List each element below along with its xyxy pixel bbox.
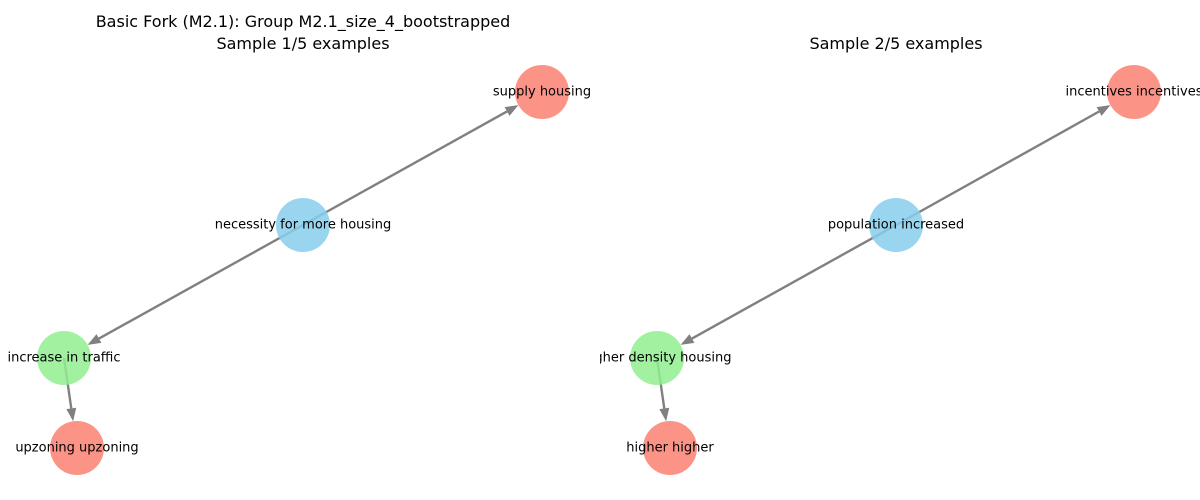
panel-1: Basic Fork (M2.1): Group M2.1_size_4_boo… [7, 12, 591, 475]
node-supply-housing [515, 65, 569, 119]
node-necessity-for-more-housing [276, 198, 330, 252]
edge-population-increased-to-higher-density-housing [691, 223, 897, 340]
panel-2: Sample 2/5 examples incentives incentive… [583, 34, 1200, 475]
node-incentives-incentives [1107, 65, 1161, 119]
arrowhead [680, 334, 695, 345]
node-label-higher-density-housing: higher density housing [583, 351, 732, 366]
arrowhead [1096, 105, 1111, 116]
node-higher-density-housing [630, 331, 684, 385]
node-label-population-increased: population increased [828, 218, 964, 233]
panel-2-subtitle: Sample 2/5 examples [809, 34, 982, 53]
arrowhead [66, 407, 77, 422]
panel-1-title: Basic Fork (M2.1): Group M2.1_size_4_boo… [96, 12, 511, 32]
panel-1-subtitle: Sample 1/5 examples [216, 34, 389, 53]
node-label-upzoning-upzoning: upzoning upzoning [15, 441, 138, 456]
panel-2-nodes [630, 65, 1161, 475]
node-label-incentives-incentives: incentives incentives [1066, 85, 1200, 100]
node-label-necessity-for-more-housing: necessity for more housing [215, 218, 392, 233]
node-label-supply-housing: supply housing [493, 85, 591, 100]
node-upzoning-upzoning [50, 421, 104, 475]
arrowhead [87, 334, 102, 345]
node-increase-in-traffic [37, 331, 91, 385]
node-higher-higher [643, 421, 697, 475]
arrowhead [659, 407, 670, 422]
panel-2-edges [655, 105, 1111, 422]
panel-1-labels: supply housing necessity for more housin… [7, 85, 591, 456]
panel-2-labels: incentives incentives population increas… [583, 85, 1200, 456]
node-population-increased [869, 198, 923, 252]
panel-1-edges [62, 105, 519, 422]
node-label-increase-in-traffic: increase in traffic [7, 351, 120, 366]
edge-necessity-for-more-housing-to-increase-in-traffic [98, 223, 304, 340]
panel-1-nodes [37, 65, 569, 475]
arrowhead [504, 105, 519, 116]
node-label-higher-higher: higher higher [626, 441, 714, 456]
edge-necessity-for-more-housing-to-supply-housing [302, 110, 508, 227]
edge-population-increased-to-incentives-incentives [895, 110, 1100, 227]
